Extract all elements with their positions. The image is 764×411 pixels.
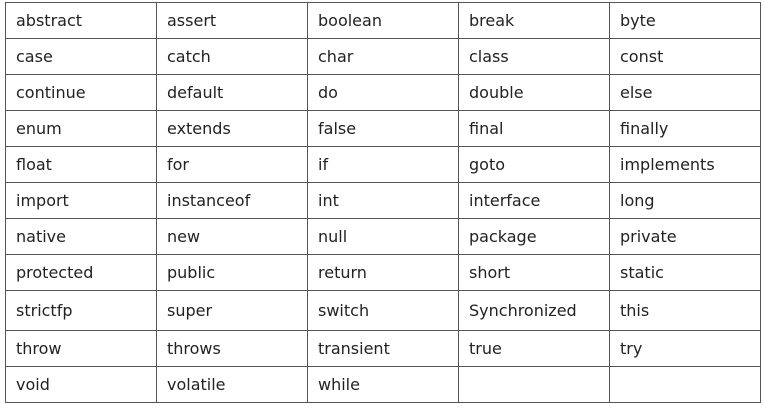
table-cell: volatile bbox=[156, 366, 308, 403]
table-cell: void bbox=[5, 366, 157, 403]
table-cell: private bbox=[609, 218, 761, 255]
table-cell: assert bbox=[156, 2, 308, 39]
table-cell: abstract bbox=[5, 2, 157, 39]
table-cell: enum bbox=[5, 110, 157, 147]
table-cell: continue bbox=[5, 74, 157, 111]
table-cell: transient bbox=[307, 330, 459, 367]
table-cell: try bbox=[609, 330, 761, 367]
table-cell: static bbox=[609, 254, 761, 291]
table-cell: throws bbox=[156, 330, 308, 367]
table-cell: false bbox=[307, 110, 459, 147]
table-cell: finally bbox=[609, 110, 761, 147]
table-cell: char bbox=[307, 38, 459, 75]
table-row: float for if goto implements bbox=[5, 146, 761, 183]
table-cell: if bbox=[307, 146, 459, 183]
table-cell: super bbox=[156, 290, 308, 331]
table-cell: while bbox=[307, 366, 459, 403]
table-row: enum extends false final finally bbox=[5, 110, 761, 147]
table-cell: public bbox=[156, 254, 308, 291]
table-cell: double bbox=[458, 74, 610, 111]
table-row: void volatile while bbox=[5, 366, 761, 403]
table-row: case catch char class const bbox=[5, 38, 761, 75]
table-cell: switch bbox=[307, 290, 459, 331]
table-cell: catch bbox=[156, 38, 308, 75]
table-cell: strictfp bbox=[5, 290, 157, 331]
table-row: import instanceof int interface long bbox=[5, 182, 761, 219]
table-cell: this bbox=[609, 290, 761, 331]
table-row: native new null package private bbox=[5, 218, 761, 255]
table-cell: import bbox=[5, 182, 157, 219]
table-cell: new bbox=[156, 218, 308, 255]
table-cell: case bbox=[5, 38, 157, 75]
table-cell: native bbox=[5, 218, 157, 255]
table-row: continue default do double else bbox=[5, 74, 761, 111]
table-row: throw throws transient true try bbox=[5, 330, 761, 367]
table-row: protected public return short static bbox=[5, 254, 761, 291]
table-cell: byte bbox=[609, 2, 761, 39]
table-cell: do bbox=[307, 74, 459, 111]
table-cell: null bbox=[307, 218, 459, 255]
table-cell: final bbox=[458, 110, 610, 147]
table-cell: extends bbox=[156, 110, 308, 147]
table-cell: long bbox=[609, 182, 761, 219]
table-cell: goto bbox=[458, 146, 610, 183]
table-cell: interface bbox=[458, 182, 610, 219]
table-cell: break bbox=[458, 2, 610, 39]
table-cell: instanceof bbox=[156, 182, 308, 219]
table-cell: float bbox=[5, 146, 157, 183]
table-cell: Synchronized bbox=[458, 290, 610, 331]
table-body: abstract assert boolean break byte case … bbox=[5, 2, 761, 403]
table-cell: protected bbox=[5, 254, 157, 291]
table-cell: else bbox=[609, 74, 761, 111]
table-cell: throw bbox=[5, 330, 157, 367]
table-cell bbox=[458, 366, 610, 403]
table-cell: default bbox=[156, 74, 308, 111]
table-cell: true bbox=[458, 330, 610, 367]
table-cell: for bbox=[156, 146, 308, 183]
table-cell bbox=[609, 366, 761, 403]
table-cell: implements bbox=[609, 146, 761, 183]
table-cell: return bbox=[307, 254, 459, 291]
table-cell: const bbox=[609, 38, 761, 75]
table-cell: int bbox=[307, 182, 459, 219]
table-cell: boolean bbox=[307, 2, 459, 39]
table-cell: short bbox=[458, 254, 610, 291]
table-row: abstract assert boolean break byte bbox=[5, 2, 761, 39]
java-keywords-table: abstract assert boolean break byte case … bbox=[5, 2, 761, 403]
table-cell: class bbox=[458, 38, 610, 75]
table-cell: package bbox=[458, 218, 610, 255]
table-row: strictfp super switch Synchronized this bbox=[5, 290, 761, 331]
